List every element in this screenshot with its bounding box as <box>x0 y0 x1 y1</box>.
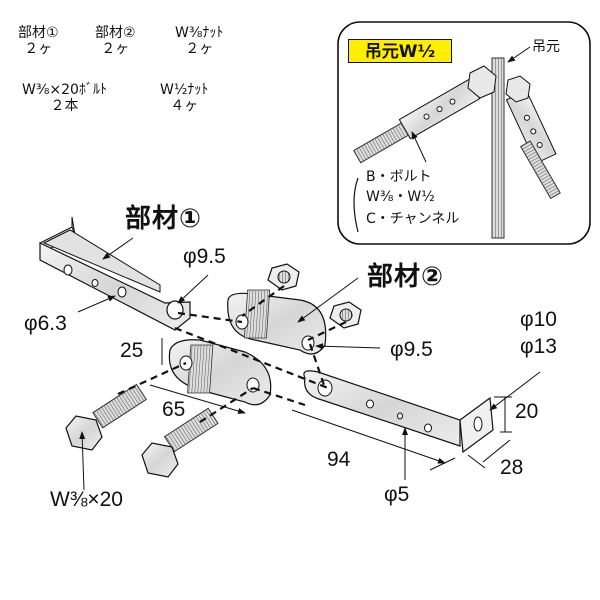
compat-channel: C・チャンネル <box>366 211 460 227</box>
parts-list-item-part1: 部材① ２ヶ <box>18 25 59 57</box>
part-name: 部材② <box>95 25 136 41</box>
hanger-label: 吊元 <box>532 39 560 55</box>
part-qty: ４ヶ <box>170 98 199 114</box>
nut-12 <box>329 301 362 329</box>
hole-flange-a-label: φ10 <box>520 308 557 331</box>
dimension-25: 25 <box>120 339 144 362</box>
part1-label: 部材① <box>125 204 203 234</box>
part-name: W⅜ﾅｯﾄ <box>175 25 224 41</box>
parts-list-item-nut-12: W½ﾅｯﾄ ４ヶ <box>160 82 208 114</box>
part2-bracket <box>303 370 494 454</box>
bolt-1 <box>65 383 147 451</box>
part2-label: 部材② <box>367 262 445 292</box>
hole-flange-b-label: φ13 <box>520 335 557 358</box>
part1-bracket <box>39 216 191 331</box>
parts-list-item-part2: 部材② ２ヶ <box>95 25 136 57</box>
inset-tag: 吊元W½ <box>348 39 452 63</box>
bolt-spec-label: W⅜×20 <box>50 488 123 511</box>
dimension-28: 28 <box>500 456 524 479</box>
part-name: 部材① <box>18 25 59 41</box>
part-qty: ２ヶ <box>101 41 130 57</box>
parts-list-item-bolt: W⅜×20ﾎﾞﾙﾄ ２本 <box>22 82 107 114</box>
inset-panel <box>337 21 591 245</box>
dimension-20: 20 <box>515 400 539 423</box>
part-qty: ２ヶ <box>24 41 53 57</box>
part-qty: ２本 <box>50 98 79 114</box>
assembly-lines <box>117 285 347 423</box>
part-name: W½ﾅｯﾄ <box>160 82 209 98</box>
compat-size: W⅜・W½ <box>366 189 435 205</box>
dimension-65: 65 <box>162 398 186 421</box>
part-name: W⅜×20ﾎﾞﾙﾄ <box>22 82 107 98</box>
hole-part2-end-label: φ9.5 <box>390 338 433 361</box>
hole-part2-small-label: φ5 <box>384 483 410 506</box>
compat-bolt: B・ボルト <box>366 169 432 185</box>
part-qty: ２ヶ <box>185 41 214 57</box>
hole-part1-end-label: φ9.5 <box>183 245 226 268</box>
hole-part1-small-label: φ6.3 <box>24 312 67 335</box>
nut-38 <box>267 263 300 291</box>
parts-list-item-nut-38: W⅜ﾅｯﾄ ２ヶ <box>175 25 223 57</box>
dimension-94: 94 <box>327 448 351 471</box>
